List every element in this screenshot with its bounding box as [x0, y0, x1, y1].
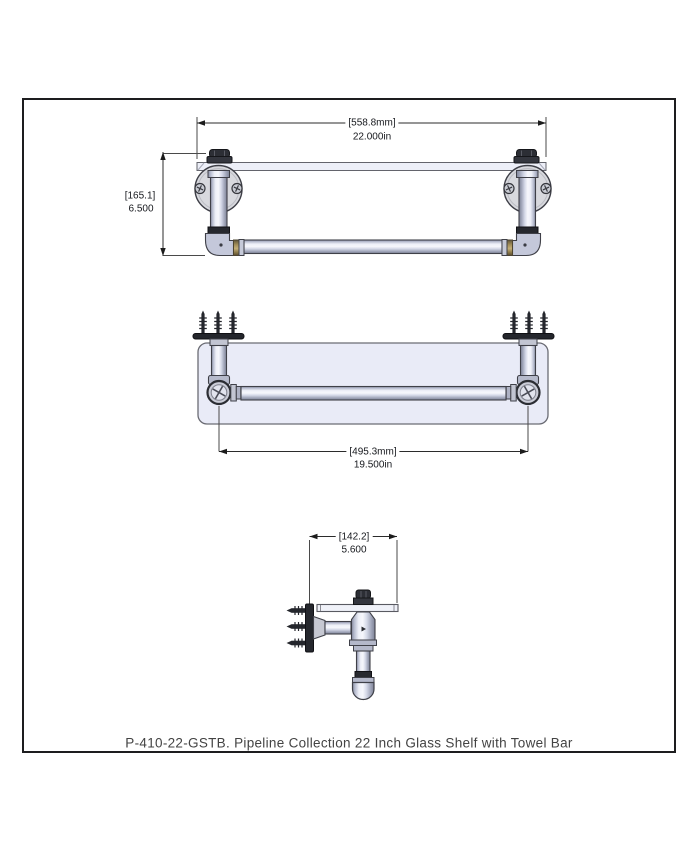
front-view	[160, 117, 551, 256]
flange-cone-side	[312, 615, 326, 640]
post-pipe-top	[210, 344, 228, 380]
pipe-collar-ring	[207, 226, 230, 234]
bar-span-imperial-label: 19.500in	[353, 459, 393, 470]
side-depth-imperial-label: 5.600	[341, 544, 367, 555]
glass-shelf-top	[197, 342, 549, 425]
front-height-metric-label: [165.1]	[121, 190, 159, 202]
drop-pipe-side	[355, 650, 371, 673]
drawing-frame	[22, 98, 676, 753]
post-pipe	[209, 169, 228, 229]
front-height-imperial-label: 6.500	[128, 203, 154, 215]
bar-span-metric-label: [495.3mm]	[346, 446, 400, 457]
flange-screw-icon	[231, 182, 243, 195]
front-width-imperial-label: 22.000in	[352, 131, 392, 142]
glass-shelf-side	[316, 603, 399, 613]
mounting-screw-icon	[213, 309, 223, 335]
mounting-screw-icon	[228, 309, 238, 335]
lag-screw-icon	[285, 605, 307, 616]
mounting-plate	[192, 333, 245, 340]
towel-bar-front	[243, 239, 503, 255]
flange-screw-icon	[194, 182, 206, 195]
towel-bar-top	[240, 385, 507, 401]
wall-post-front-left	[194, 149, 245, 257]
wall-plate-side	[305, 603, 314, 653]
collar-ring-side	[354, 671, 372, 678]
glass-shelf-front	[196, 162, 547, 171]
front-width-metric-label: [558.8mm]	[345, 117, 399, 129]
lag-screw-icon	[285, 637, 307, 649]
shelf-clamp-cap-side	[355, 589, 371, 599]
side-depth-metric-label: [142.2]	[335, 531, 373, 542]
top-view	[192, 309, 554, 455]
brass-ring	[233, 239, 240, 256]
mounting-screw-icon	[198, 309, 208, 335]
drawing-caption: P-410-22-GSTB. Pipeline Collection 22 In…	[125, 735, 573, 751]
side-view	[285, 533, 399, 701]
lag-screw-icon	[285, 621, 307, 632]
horizontal-pipe-side	[324, 620, 352, 635]
elbow-end-side	[351, 681, 375, 701]
wall-post-top-left	[192, 309, 245, 406]
front-height-dimension	[160, 152, 206, 256]
